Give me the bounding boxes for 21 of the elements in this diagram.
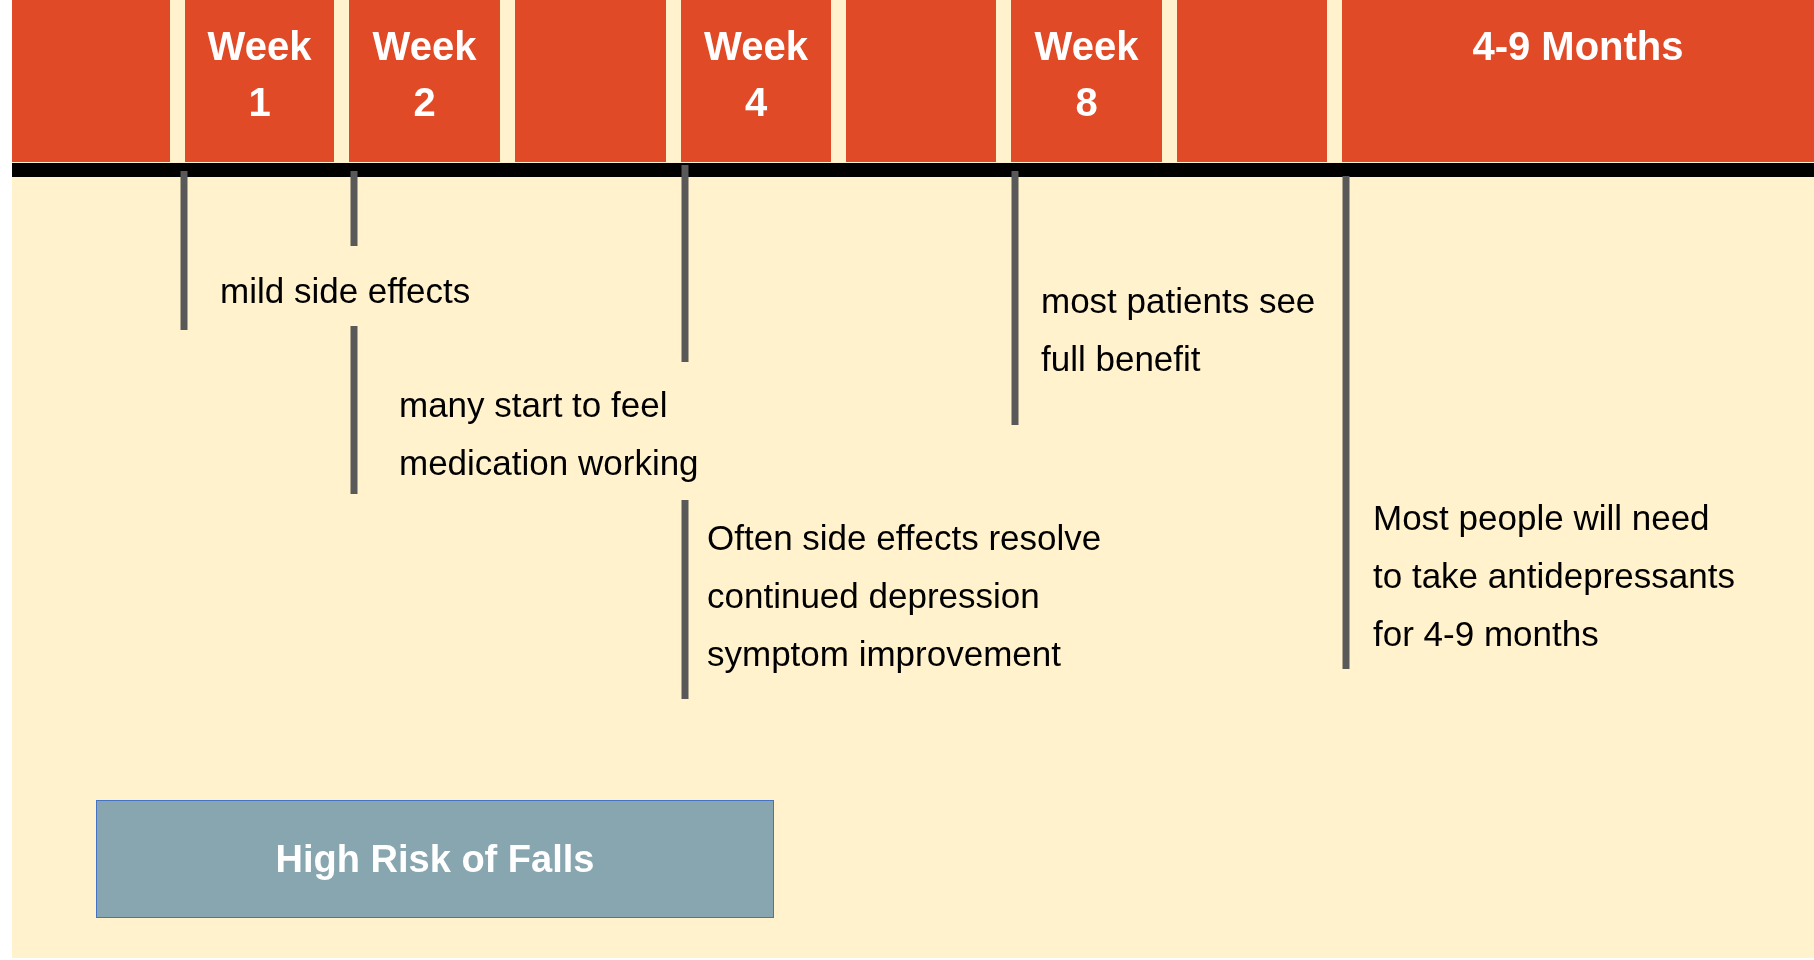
risk-box (96, 800, 774, 918)
timeline-segment (681, 0, 831, 162)
timeline-segment (1011, 0, 1162, 162)
annotation-text: most patients see full benefit (1041, 280, 1317, 380)
period-label: 4-9 Months (1471, 23, 1685, 70)
annotation-text: many start to feel medication working (399, 384, 700, 484)
timeline-segment (515, 0, 666, 162)
annotation-text: mild side effects (220, 270, 472, 312)
risk-label: High Risk of Falls (275, 837, 595, 881)
annotation-text: Most people will need to take antidepressants for 4-9 months (1373, 497, 1736, 655)
period-label: Week 8 (1033, 23, 1140, 126)
timeline-segment (1342, 0, 1814, 162)
annotation-text: Often side effects resolve continued depression symptom improvement (707, 517, 1103, 675)
period-label: Week 1 (206, 23, 313, 126)
period-label: Week 2 (371, 23, 478, 126)
timeline-segment (12, 0, 170, 162)
timeline-segment (846, 0, 996, 162)
timeline-segment (185, 0, 334, 162)
timeline-segment (1177, 0, 1327, 162)
timeline-segment (349, 0, 500, 162)
period-label: Week 4 (703, 23, 809, 126)
